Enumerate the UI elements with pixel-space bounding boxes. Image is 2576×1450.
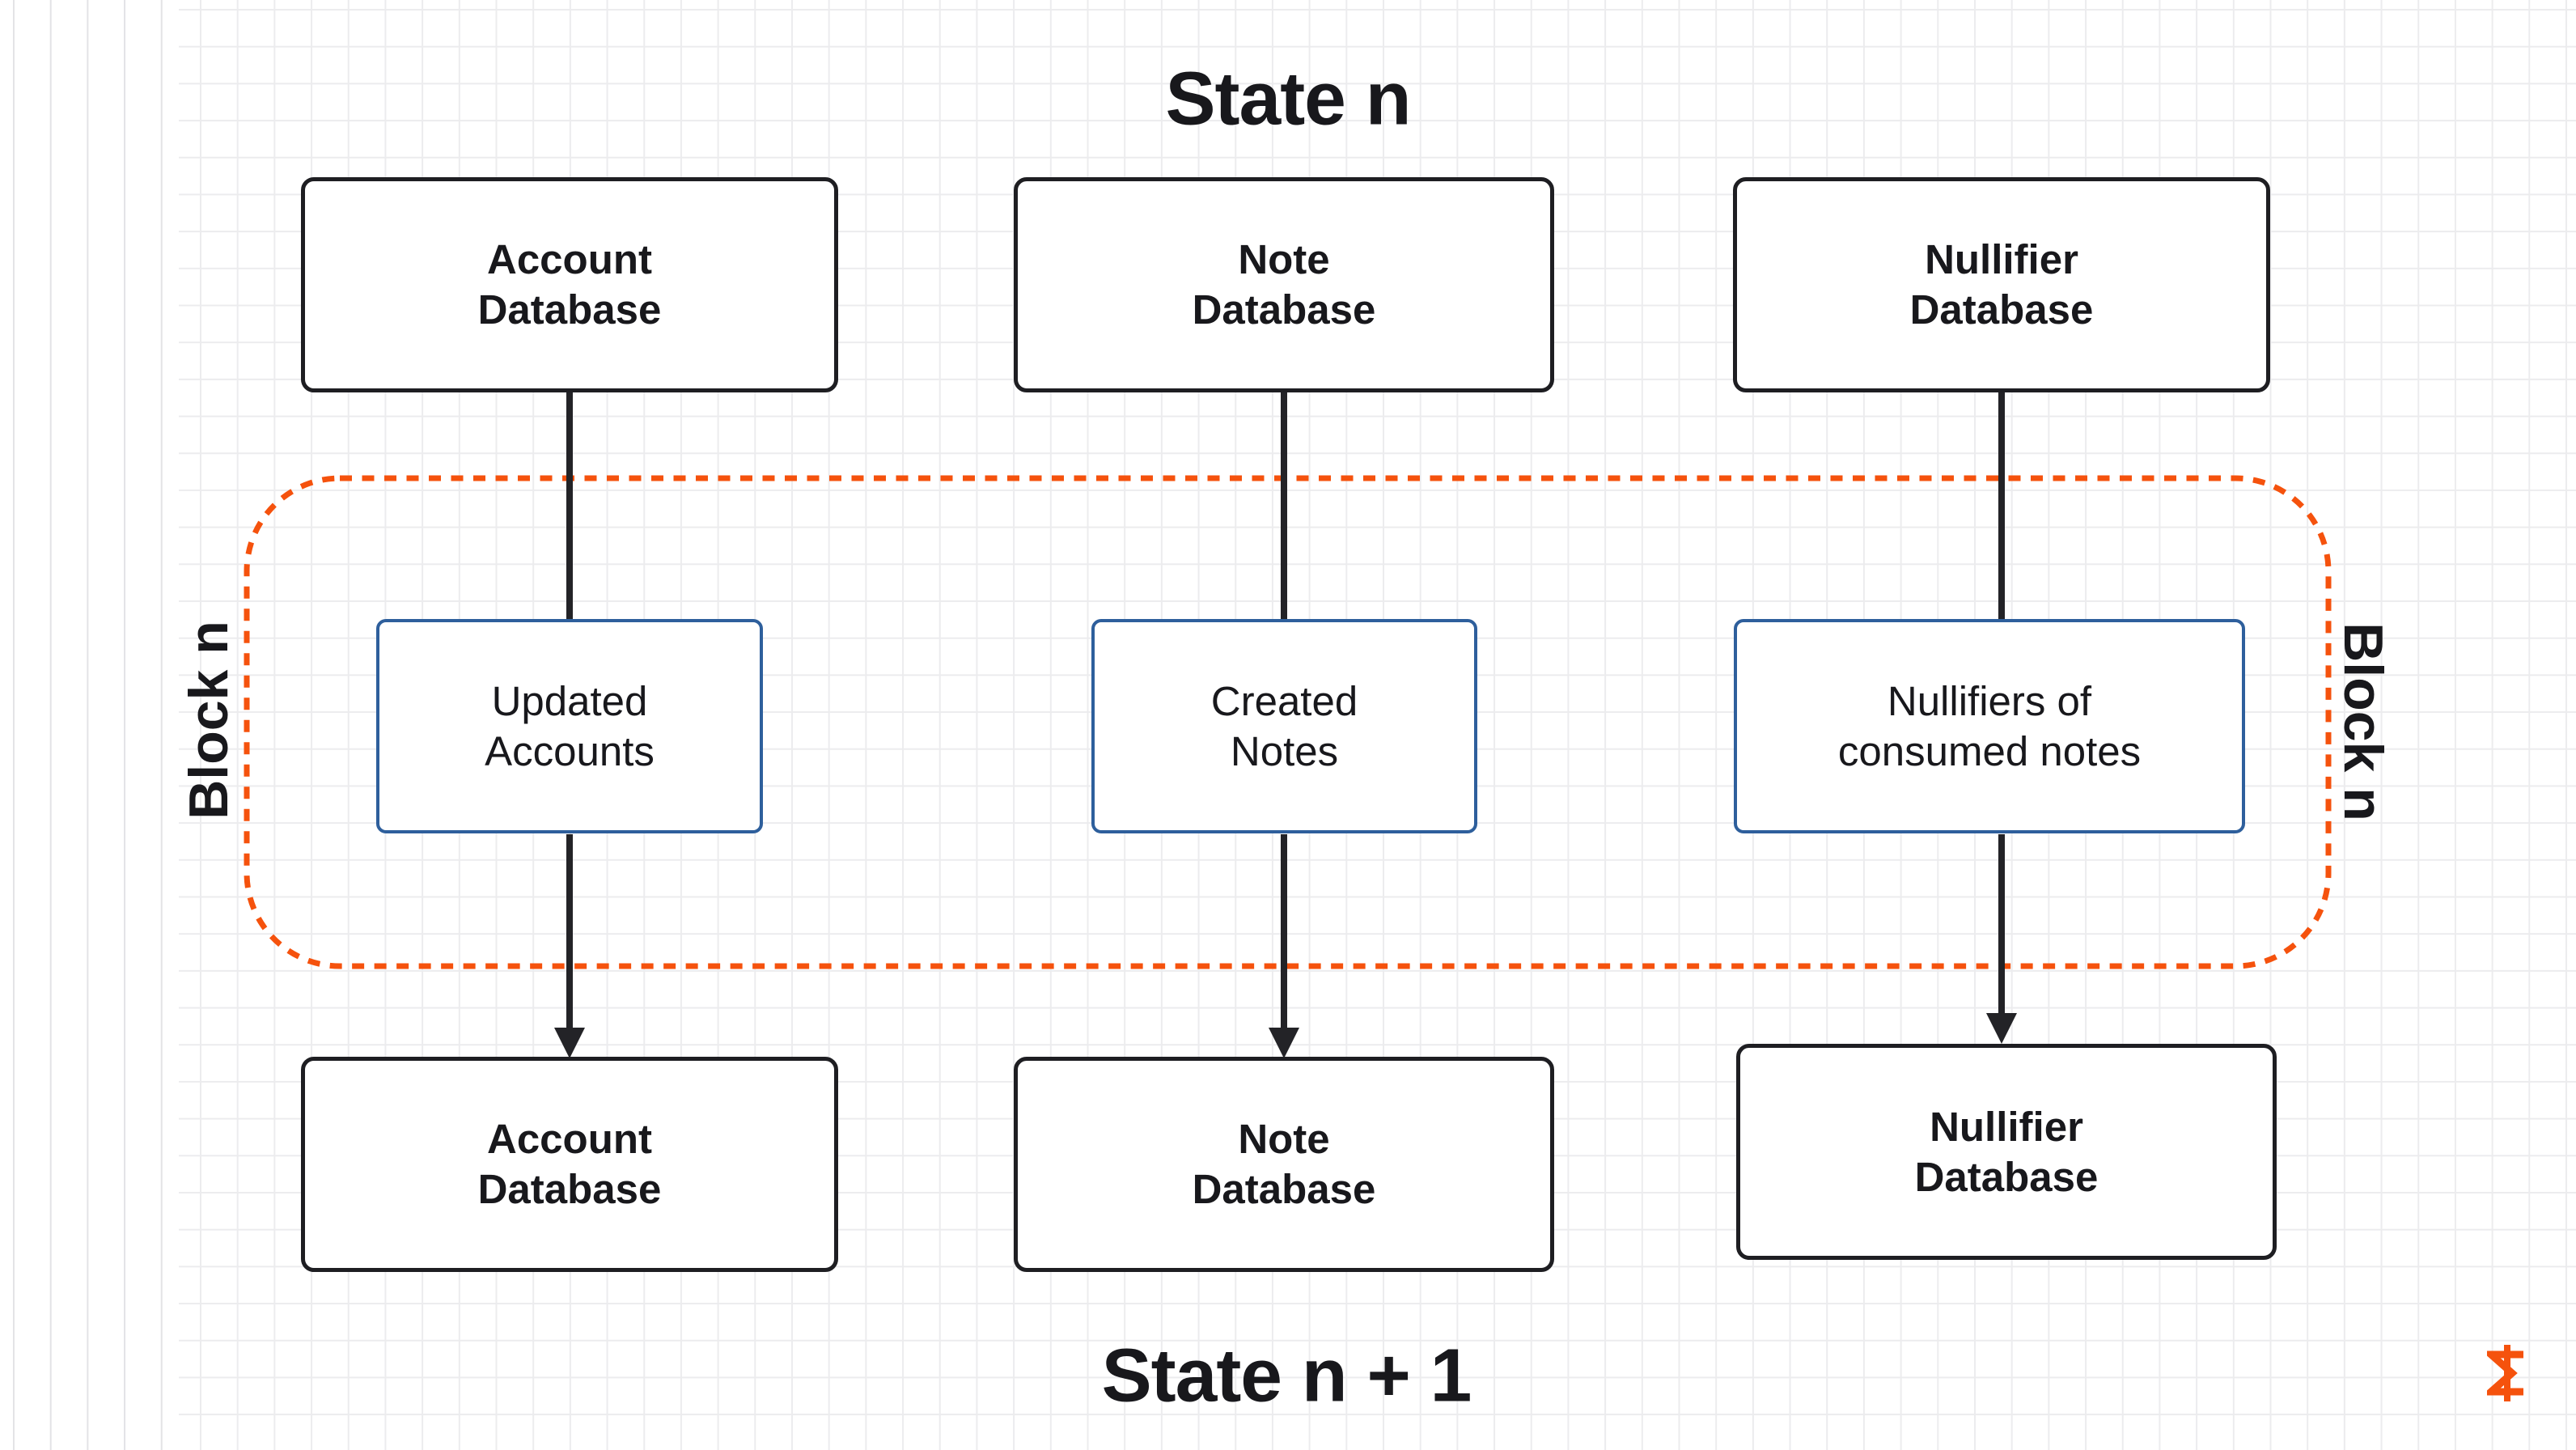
- block-n-label-right: Block n: [2332, 622, 2394, 821]
- block-n-dashed-boundary: [244, 475, 2332, 969]
- box-account-database-state-n1: Account Database: [301, 1057, 838, 1272]
- box-updated-accounts: Updated Accounts: [376, 619, 763, 833]
- box-note-database-state-n: Note Database: [1014, 177, 1554, 392]
- state-n-title: State n: [1165, 56, 1411, 141]
- grid-left-strip: [0, 0, 179, 1450]
- arrowhead-note-db: [1269, 1028, 1299, 1058]
- box-nullifier-database-state-n1: Nullifier Database: [1736, 1044, 2277, 1260]
- arrowhead-nullifier-db: [1986, 1013, 2017, 1044]
- block-n-label-left: Block n: [178, 621, 239, 820]
- box-account-database-state-n: Account Database: [301, 177, 838, 392]
- miden-sigma-logo-icon: [2487, 1345, 2523, 1401]
- box-created-notes: Created Notes: [1091, 619, 1477, 833]
- box-nullifiers-of-consumed-notes: Nullifiers of consumed notes: [1734, 619, 2245, 833]
- box-note-database-state-n1: Note Database: [1014, 1057, 1554, 1272]
- arrowhead-account-db: [554, 1028, 585, 1058]
- box-nullifier-database-state-n: Nullifier Database: [1733, 177, 2270, 392]
- state-n-plus-1-title: State n + 1: [1101, 1333, 1472, 1418]
